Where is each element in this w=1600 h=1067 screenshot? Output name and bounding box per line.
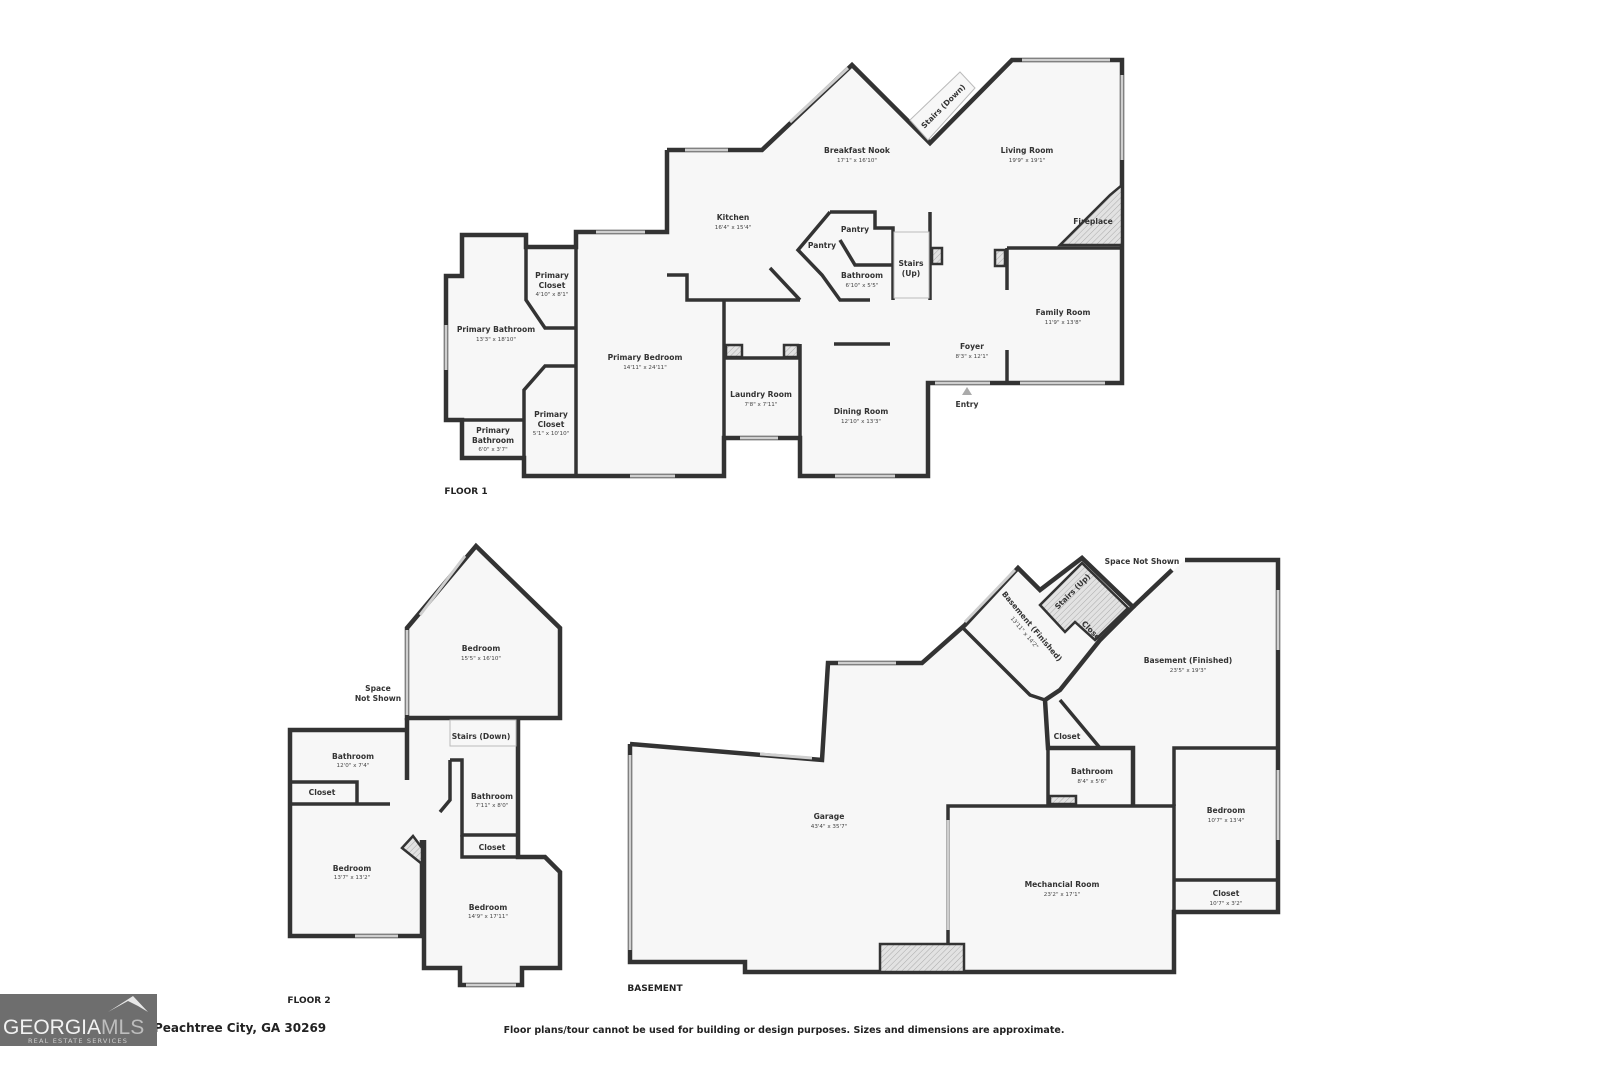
basement-plan — [627, 555, 1281, 975]
room-label: Mechancial Room — [1025, 880, 1100, 889]
room-label: Pantry — [808, 241, 836, 250]
room-dims: 15'5" x 16'10" — [461, 656, 501, 662]
basement-title: BASEMENT — [627, 984, 683, 994]
disclaimer: Floor plans/tour cannot be used for buil… — [504, 1025, 1065, 1036]
room-label: Not Shown — [355, 694, 401, 703]
floor-1-windows — [444, 58, 1124, 478]
floor-1-stairs-up-graphic — [893, 231, 930, 299]
svg-text:GEORGIAMLS: GEORGIAMLS — [3, 1016, 144, 1039]
room-label: Closet — [1213, 889, 1240, 898]
room-dims: 8'3" x 12'1" — [956, 354, 989, 360]
room-dims: 12'10" x 13'3" — [841, 419, 881, 425]
room-dims: 13'7" x 13'2" — [334, 875, 371, 881]
room-label: Pantry — [841, 225, 869, 234]
room-dims: 13'3" x 18'10" — [476, 337, 516, 343]
room-label: Bathroom — [332, 752, 374, 761]
logo-subtitle: REAL ESTATE SERVICES — [28, 1037, 128, 1045]
room-label: Closet — [539, 281, 566, 290]
room-dims: 17'1" x 16'10" — [837, 158, 877, 164]
room-label: Basement (Finished) — [1144, 656, 1233, 665]
room-label: Garage — [814, 812, 845, 821]
room-label: Closet — [1054, 732, 1081, 741]
floor-1-title: FLOOR 1 — [444, 487, 487, 497]
room-label: Bathroom — [471, 792, 513, 801]
room-label: Bathroom — [1071, 767, 1113, 776]
room-label: Stairs — [898, 259, 924, 268]
room-dims: 8'4" x 5'6" — [1077, 779, 1107, 785]
room-label: Primary Bathroom — [457, 325, 535, 334]
room-label: Bedroom — [469, 903, 508, 912]
room-label: Stairs (Down) — [452, 732, 511, 741]
room-label: Bathroom — [472, 436, 514, 445]
room-dims: 11'9" x 13'8" — [1045, 320, 1082, 326]
room-label: Bedroom — [333, 864, 372, 873]
room-dims: 4'10" x 8'1" — [536, 292, 569, 298]
room-dims: 5'1" x 10'10" — [533, 431, 570, 437]
floor-2-plan — [287, 542, 563, 988]
room-dims: 23'2" x 17'1" — [1044, 892, 1081, 898]
room-label: Primary — [534, 410, 568, 419]
logo-text: GEORGIA — [3, 1016, 101, 1039]
room-label: Primary Bedroom — [608, 353, 683, 362]
room-label: Space — [365, 684, 391, 693]
floor-2-title: FLOOR 2 — [287, 996, 330, 1006]
room-label: Closet — [309, 788, 336, 797]
property-address: Peachtree City, GA 30269 — [154, 1021, 326, 1035]
room-dims: 43'4" x 35'7" — [811, 824, 848, 830]
room-label: Fireplace — [1073, 217, 1113, 226]
room-label: Primary — [535, 271, 569, 280]
entry-arrow-icon — [962, 387, 972, 395]
room-label: Closet — [538, 420, 565, 429]
georgia-mls-logo: GEORGIAMLS REAL ESTATE SERVICES — [0, 994, 157, 1046]
room-dims: 7'8" x 7'11" — [745, 402, 778, 408]
room-label: Living Room — [1001, 146, 1054, 155]
room-dims: 14'9" x 17'11" — [468, 914, 508, 920]
room-label: Closet — [479, 843, 506, 852]
room-dims: 6'0" x 3'7" — [478, 447, 508, 453]
floor-1-plan — [443, 57, 1125, 479]
room-dims: 10'7" x 3'2" — [1210, 901, 1243, 907]
floor-1-stairs-down-graphic — [909, 71, 976, 141]
room-dims: 14'11" x 24'11" — [623, 365, 667, 371]
room-label: Family Room — [1036, 308, 1091, 317]
room-dims: 7'11" x 8'0" — [476, 803, 509, 809]
room-dims: 16'4" x 15'4" — [715, 225, 752, 231]
room-label: Foyer — [960, 342, 984, 351]
room-dims: 10'7" x 13'4" — [1208, 818, 1245, 824]
room-label: (Up) — [902, 269, 921, 278]
logo-text-accent: MLS — [101, 1016, 144, 1039]
room-label: Kitchen — [717, 213, 750, 222]
room-dims: 12'0" x 7'4" — [337, 763, 370, 769]
room-label: Dining Room — [834, 407, 889, 416]
room-label: Primary — [476, 426, 510, 435]
room-label: Bedroom — [462, 644, 501, 653]
room-label: Laundry Room — [730, 390, 792, 399]
room-label: Bedroom — [1207, 806, 1246, 815]
room-label: Bathroom — [841, 271, 883, 280]
entry-label: Entry — [956, 400, 979, 409]
fireplace-graphic — [1056, 182, 1124, 247]
room-dims: 19'9" x 19'1" — [1009, 158, 1046, 164]
room-dims: 23'5" x 19'3" — [1170, 668, 1207, 674]
room-label: Breakfast Nook — [824, 146, 891, 155]
room-label: Space Not Shown — [1105, 557, 1180, 566]
floor-2-labels: Bedroom 15'5" x 16'10" Space Not Shown S… — [287, 644, 513, 1006]
room-dims: 6'10" x 5'5" — [846, 283, 879, 289]
